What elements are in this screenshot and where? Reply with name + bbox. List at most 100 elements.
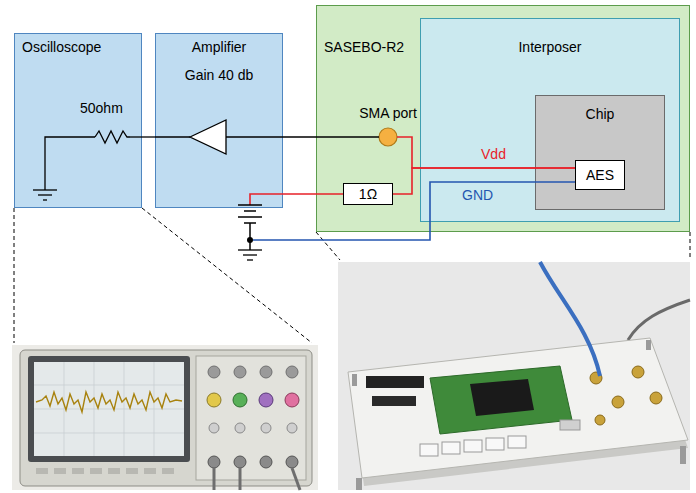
board-photo <box>680 446 686 464</box>
oscilloscope-photo <box>36 468 174 474</box>
net-label: GND <box>462 186 493 204</box>
signal-connector <box>142 136 155 137</box>
resistor-label: 50ohm <box>80 99 123 117</box>
amplifier-symbol <box>190 120 226 154</box>
board-photo <box>338 262 690 490</box>
resistor-symbol <box>95 131 130 143</box>
instrument-box: Oscilloscope 50ohm <box>14 33 142 208</box>
vdd-connector <box>397 137 575 168</box>
board-photo <box>338 262 690 490</box>
oscilloscope-photo <box>20 350 312 486</box>
gnd-wire <box>253 182 575 240</box>
battery-symbol <box>238 204 262 206</box>
oscilloscope-photo <box>144 468 156 474</box>
oscilloscope-photo <box>34 385 184 386</box>
oscilloscope-photo <box>90 468 102 474</box>
oscilloscope-photo <box>196 356 306 480</box>
box-title: Chip <box>586 105 615 123</box>
oscilloscope-photo <box>28 356 190 462</box>
chip-box: AESChip <box>535 95 665 210</box>
oscilloscope-photo <box>285 393 299 407</box>
oscilloscope-photo <box>286 456 298 468</box>
dashed-leader <box>142 208 312 343</box>
signal-wire <box>45 137 95 190</box>
oscilloscope-photo <box>54 468 66 474</box>
oscilloscope-photo <box>36 468 48 474</box>
oscilloscope-photo <box>234 366 246 378</box>
oscilloscope-photo <box>259 393 273 407</box>
battery-symbol <box>244 210 256 212</box>
board-box: AESChip InterposerSMA port 1Ω SASEBO-R2 <box>316 5 690 232</box>
board-photo <box>612 396 624 408</box>
battery-symbol <box>249 223 251 250</box>
box-title: Interposer <box>518 38 581 56</box>
dashed-leader <box>690 232 691 260</box>
oscilloscope-photo <box>239 468 242 490</box>
oscilloscope-photo <box>208 456 220 468</box>
signal-wire <box>226 136 283 137</box>
ground-symbol <box>33 189 57 190</box>
oscilloscope-photo <box>36 392 182 412</box>
oscilloscope-photo <box>72 468 84 474</box>
oscilloscope-photo <box>12 345 318 490</box>
label-holder: GND <box>462 186 493 204</box>
box-title: Amplifier <box>192 38 246 56</box>
oscilloscope-photo <box>286 366 298 378</box>
signal-connector <box>283 136 379 137</box>
board-photo <box>356 478 362 490</box>
board-photo <box>352 374 357 386</box>
gnd-wire <box>253 182 575 240</box>
dashed-leader <box>316 232 340 260</box>
board-photo <box>650 392 662 404</box>
oscilloscope-photo <box>214 468 300 490</box>
oscilloscope-photo <box>292 468 300 490</box>
signal-wire <box>155 136 190 137</box>
board-photo <box>420 436 526 456</box>
battery-symbol <box>238 205 262 250</box>
oscilloscope-photo <box>34 362 184 456</box>
board-photo <box>595 415 605 425</box>
signal-wire <box>130 136 142 137</box>
amplifier-symbol <box>190 120 226 154</box>
oscilloscope-photo <box>34 409 184 410</box>
edge-label-holder: Vdd <box>481 145 506 163</box>
signal-wire <box>45 137 283 190</box>
board-photo <box>372 396 416 406</box>
dashed-leader <box>14 208 690 343</box>
oscilloscope-photo <box>209 423 219 433</box>
resistor-box: 1Ω <box>343 183 393 205</box>
oscilloscope-photo <box>34 362 184 456</box>
oscilloscope-photo <box>208 366 220 378</box>
board-photo <box>470 379 534 416</box>
battery-symbol <box>247 237 253 243</box>
ground-symbol <box>243 254 257 255</box>
oscilloscope-photo <box>233 393 247 407</box>
vdd-wire <box>250 194 343 205</box>
oscilloscope-photo <box>208 456 298 468</box>
oscilloscope-photo <box>235 423 245 433</box>
ground-symbol <box>43 199 47 200</box>
board-photo <box>442 442 460 454</box>
resistor-value: 1Ω <box>359 185 377 203</box>
box-title: SASEBO-R2 <box>324 38 404 56</box>
dashed-leader <box>14 208 15 343</box>
box-title: Oscilloscope <box>22 38 101 56</box>
sma-connector <box>379 128 397 146</box>
board-photo <box>366 376 424 388</box>
oscilloscope-photo <box>260 456 272 468</box>
ground-symbol <box>33 190 262 260</box>
interposer-box: AESChip Interposer <box>420 18 680 222</box>
oscilloscope-photo <box>261 423 271 433</box>
vdd-wire <box>250 194 343 205</box>
board-photo <box>646 340 651 350</box>
instrument-box: AmplifierGain 40 db <box>155 33 283 208</box>
oscilloscope-photo <box>108 468 120 474</box>
oscilloscope-photo <box>12 345 318 490</box>
ground-symbol <box>38 194 52 195</box>
port-node: SMA port <box>350 104 426 148</box>
board-photo <box>628 300 690 340</box>
oscilloscope-photo <box>208 366 298 378</box>
board-photo <box>560 420 580 430</box>
